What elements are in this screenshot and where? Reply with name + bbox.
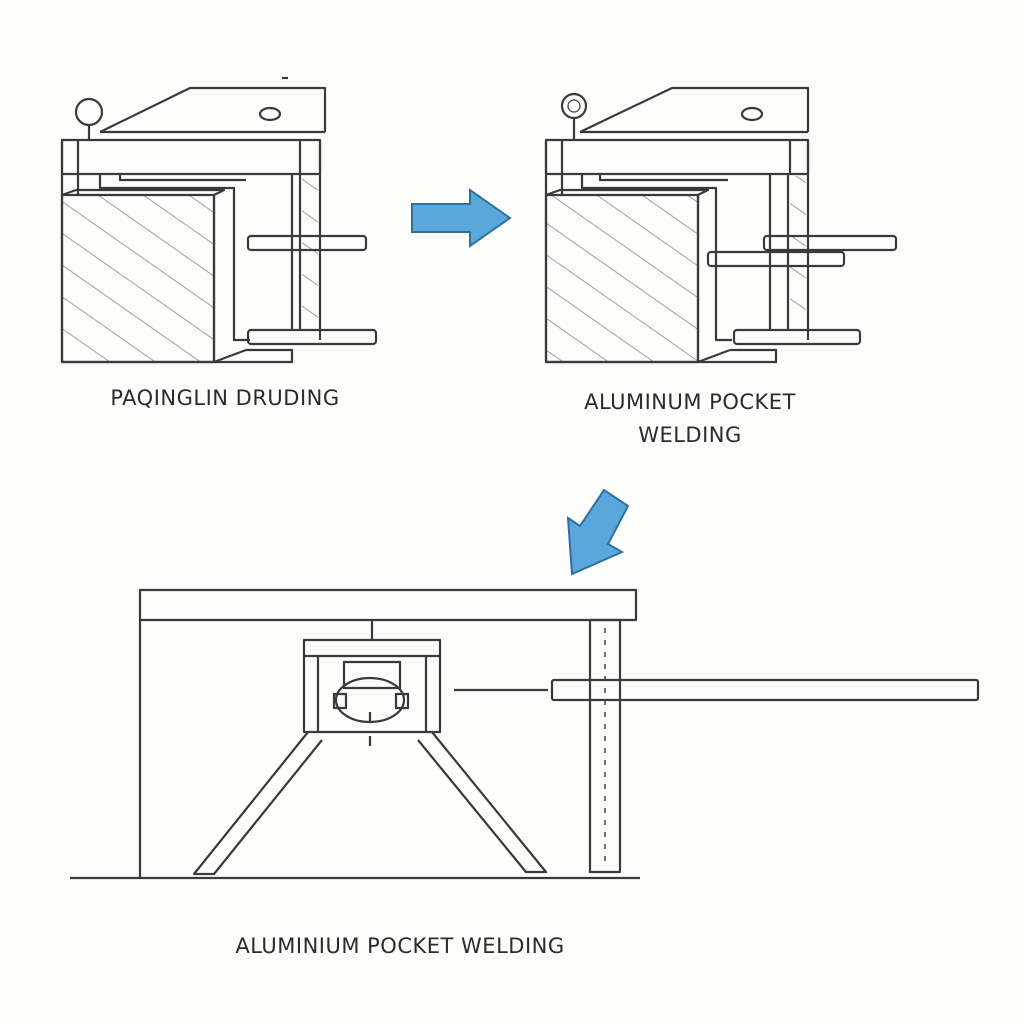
welding-fixture-right [544, 86, 898, 364]
clamping-fixture-left [60, 76, 378, 364]
right-arrow-icon [411, 188, 512, 248]
welding-machine-assembly [70, 588, 980, 880]
knob-icon [560, 92, 588, 120]
process-label-right-line1: ALUMINUM POCKET [584, 390, 796, 414]
process-label-bottom: ALUMINIUM POCKET WELDING [235, 934, 565, 958]
down-left-arrow-icon [566, 488, 630, 576]
process-label-left: PAQINGLIN DRUDING [110, 386, 340, 410]
process-label-right-line2: WELDING [638, 423, 742, 447]
knob-icon [74, 97, 104, 127]
process-label-right: ALUMINUM POCKET WELDING [560, 386, 820, 452]
